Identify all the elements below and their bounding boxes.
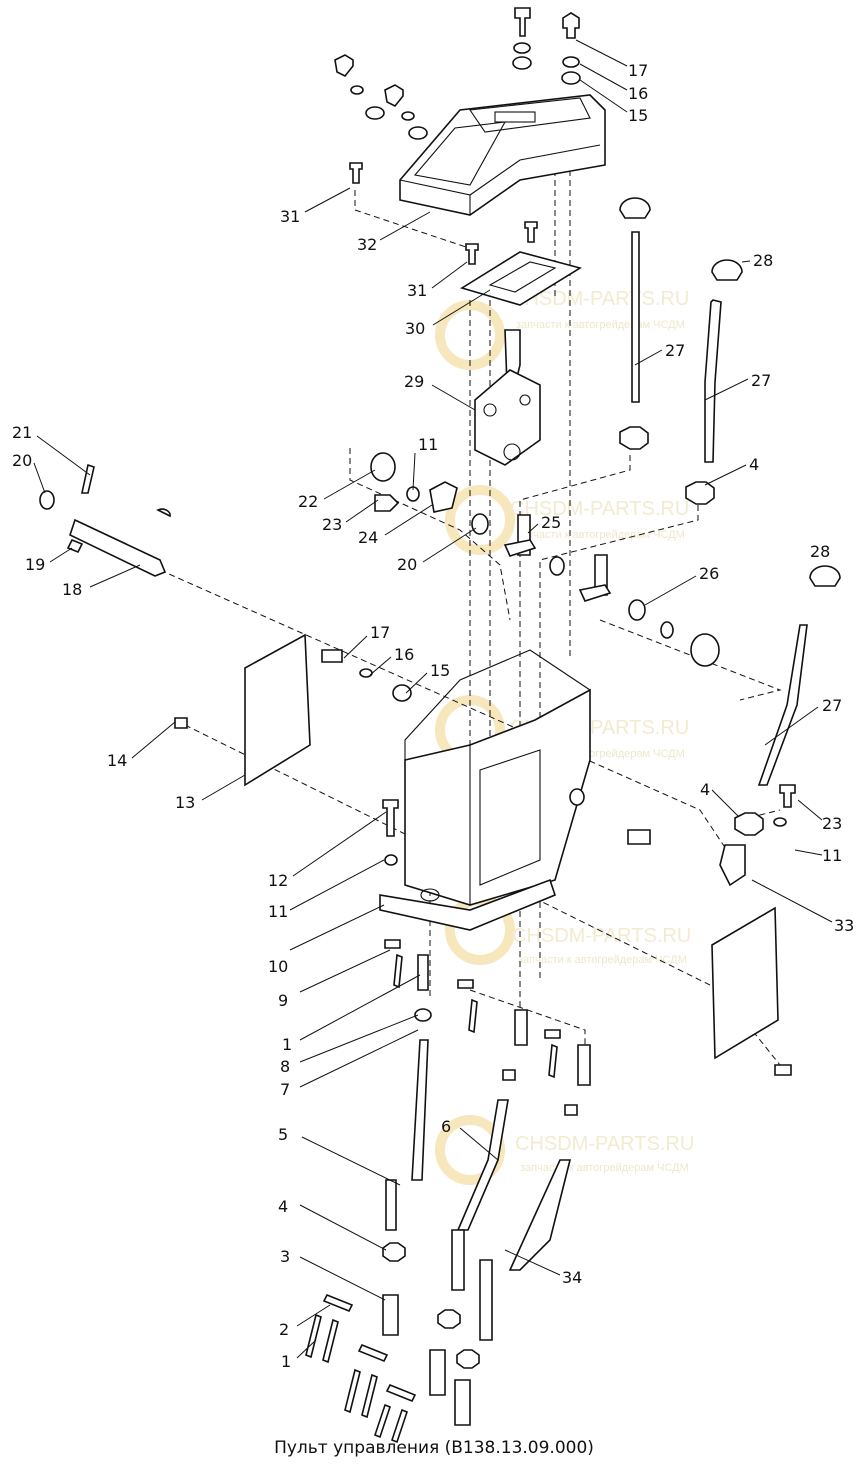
callout-label: 4 [278, 1197, 288, 1216]
console-body [379, 649, 591, 931]
callout-label: 33 [834, 916, 854, 935]
callout-label: 3 [280, 1247, 290, 1266]
fasteners-middle [174, 649, 796, 1076]
leader-lines [33, 39, 833, 1359]
watermark-tagline: запчасти к автогрейдерам ЧСДМ [518, 954, 687, 966]
callout-label: 17 [628, 61, 648, 80]
callout-label: 21 [12, 423, 32, 442]
callout-label: 12 [268, 871, 288, 890]
callout-label: 1 [282, 1035, 292, 1054]
callout-label: 16 [394, 645, 414, 664]
callout-label: 28 [810, 542, 830, 561]
watermark-tagline: запчасти к автогрейдерам ЧСДМ [516, 319, 685, 331]
watermark-brand: CHSDM-PARTS.RU [515, 1133, 694, 1155]
callout-label: 23 [822, 814, 842, 833]
pins-bolts [305, 939, 561, 1444]
callout-label: 2 [279, 1320, 289, 1339]
callout-label: 27 [751, 371, 771, 390]
callout-label: 31 [407, 281, 427, 300]
diagram-caption: Пульт управления (В138.13.09.000) [274, 1438, 594, 1458]
callout-label: 18 [62, 580, 82, 599]
top-cover [399, 94, 606, 216]
callout-label: 10 [268, 957, 288, 976]
callout-label: 5 [278, 1125, 288, 1144]
callout-label: 4 [700, 780, 710, 799]
callout-label: 22 [298, 492, 318, 511]
callout-label: 4 [749, 455, 759, 474]
callout-label: 16 [628, 84, 648, 103]
callout-label: 9 [278, 991, 288, 1010]
callout-label: 20 [397, 555, 417, 574]
callout-labels: 17 16 15 31 32 28 31 30 27 29 27 4 21 11… [12, 61, 854, 1371]
callout-label: 14 [107, 751, 127, 770]
watermark-tagline: запчасти к автогрейдерам ЧСДМ [520, 1162, 689, 1174]
lower-rods [382, 954, 591, 1426]
callout-label: 30 [405, 319, 425, 338]
callout-label: 29 [404, 372, 424, 391]
callout-label: 26 [699, 564, 719, 583]
callout-label: 11 [822, 846, 842, 865]
callout-label: 7 [280, 1080, 290, 1099]
callout-label: 31 [280, 207, 300, 226]
watermark-brand: CHSDM-PARTS.RU [512, 925, 691, 947]
callout-label: 11 [268, 902, 288, 921]
callout-label: 19 [25, 555, 45, 574]
callout-label: 24 [358, 528, 378, 547]
callout-label: 34 [562, 1268, 582, 1287]
shaft-parts [370, 452, 720, 667]
fasteners-top [334, 7, 581, 265]
shaft-assembly [39, 463, 171, 577]
callout-label: 23 [322, 515, 342, 534]
callout-label: 6 [441, 1117, 451, 1136]
callout-label: 1 [281, 1352, 291, 1371]
callout-label: 11 [418, 435, 438, 454]
plate [460, 251, 583, 306]
valve-unit [474, 329, 541, 466]
callout-label: 28 [753, 251, 773, 270]
callout-label: 17 [370, 623, 390, 642]
watermark-brand: CHSDM-PARTS.RU [510, 498, 689, 520]
callout-label: 27 [665, 341, 685, 360]
callout-label: 13 [175, 793, 195, 812]
callout-label: 32 [357, 235, 377, 254]
callout-label: 27 [822, 696, 842, 715]
callout-label: 25 [541, 513, 561, 532]
callout-label: 20 [12, 451, 32, 470]
watermark-tagline: запчасти к автогрейдерам ЧСДМ [516, 529, 685, 541]
callout-label: 8 [280, 1057, 290, 1076]
levers [619, 197, 841, 836]
side-covers [244, 633, 779, 1060]
callout-label: 15 [430, 661, 450, 680]
callout-label: 15 [628, 106, 648, 125]
